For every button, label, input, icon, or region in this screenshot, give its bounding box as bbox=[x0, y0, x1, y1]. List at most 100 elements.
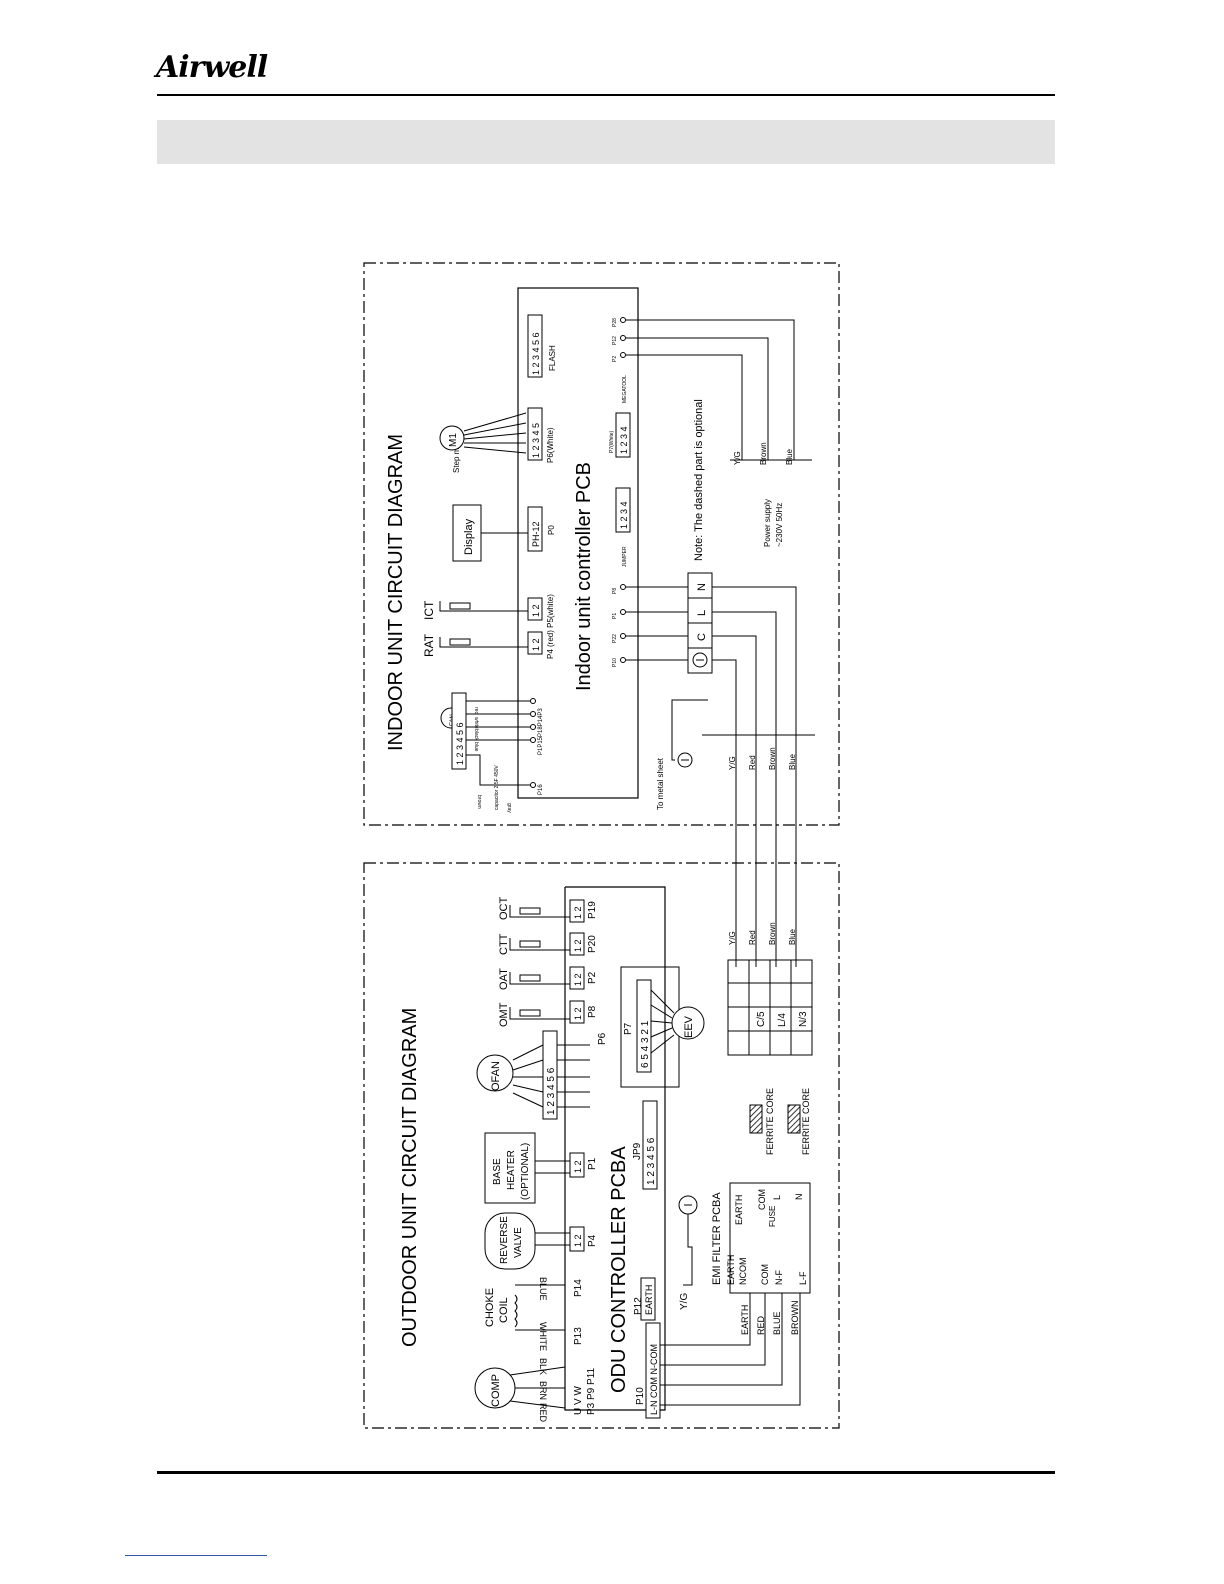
indoor-pcb-label: Indoor unit controller PCB bbox=[573, 462, 595, 691]
bottom-wire-yg: Y/G bbox=[728, 756, 737, 770]
svg-text:N-F: N-F bbox=[774, 1270, 784, 1285]
svg-text:BLUE: BLUE bbox=[538, 1277, 548, 1301]
svg-text:U V W: U V W bbox=[573, 1386, 584, 1415]
p6-connector-pins: 1 2 3 4 5 bbox=[531, 423, 541, 458]
terminal-l: L bbox=[696, 610, 708, 616]
ferrite-core-2 bbox=[787, 1104, 801, 1134]
indoor-panel: INDOOR UNIT CIRCUIT DIAGRAM Indoor unit … bbox=[363, 262, 840, 826]
svg-text:P2: P2 bbox=[587, 971, 598, 984]
svg-text:P19: P19 bbox=[587, 901, 598, 919]
svg-text:1 2 3 4 5 6: 1 2 3 4 5 6 bbox=[646, 1137, 657, 1185]
brown-wire-label: brown bbox=[476, 795, 482, 809]
svg-text:JP9: JP9 bbox=[632, 1142, 643, 1160]
display-label: Display bbox=[463, 518, 475, 555]
svg-text:P14: P14 bbox=[573, 1279, 584, 1297]
svg-text:1 2: 1 2 bbox=[573, 1160, 583, 1173]
svg-text:EARTH: EARTH bbox=[740, 1305, 750, 1335]
outdoor-sensors: OCT CTT OAT OMT 1 2 1 2 1 2 1 2 P19 P20 … bbox=[498, 897, 598, 1028]
jumper-pins: 1 2 3 4 bbox=[619, 501, 629, 529]
step-motor-label: Step motor bbox=[452, 434, 461, 473]
svg-text:L-F: L-F bbox=[798, 1271, 808, 1285]
svg-text:BLK: BLK bbox=[538, 1358, 548, 1375]
svg-text:OMT: OMT bbox=[498, 1002, 510, 1027]
rat-label: RAT bbox=[422, 633, 436, 657]
svg-text:6 5 4 3 2 1: 6 5 4 3 2 1 bbox=[640, 1020, 651, 1068]
indoor-pcb bbox=[517, 287, 639, 799]
svg-text:OCT: OCT bbox=[498, 897, 510, 921]
terminal-c: C bbox=[696, 633, 708, 641]
svg-text:P12: P12 bbox=[612, 336, 618, 345]
step-motor-m1 bbox=[439, 425, 465, 451]
svg-text:1 2: 1 2 bbox=[573, 973, 583, 986]
bottom-wire-blue: Blue bbox=[788, 753, 797, 770]
bottom-wire-brown: Brown bbox=[768, 747, 777, 770]
svg-text:Brown: Brown bbox=[768, 922, 777, 945]
metal-sheet-label: To metal sheet bbox=[656, 757, 665, 810]
svg-text:P8: P8 bbox=[587, 1005, 598, 1018]
indoor-mid-pins: P10 P22 P1 P8 bbox=[612, 584, 688, 667]
svg-text:P1: P1 bbox=[587, 1157, 598, 1170]
ofan-label: OFAN bbox=[490, 1061, 502, 1091]
svg-text:P12: P12 bbox=[633, 1297, 644, 1315]
svg-text:P8: P8 bbox=[612, 588, 618, 594]
ict-label: ICT bbox=[422, 600, 436, 620]
svg-text:NCOM: NCOM bbox=[738, 1258, 748, 1286]
section-title-band bbox=[157, 120, 1055, 164]
p4-p5-label: P4 (red) P5(white) bbox=[546, 594, 555, 659]
svg-text:P22: P22 bbox=[612, 634, 618, 643]
svg-text:Red: Red bbox=[748, 930, 757, 945]
svg-text:HEATER: HEATER bbox=[506, 1150, 517, 1190]
svg-text:COM: COM bbox=[760, 1264, 770, 1285]
svg-text:L/4: L/4 bbox=[777, 1013, 788, 1027]
svg-text:1 2 3 4 5 6: 1 2 3 4 5 6 bbox=[546, 1067, 557, 1115]
metal-sheet-earth-icon bbox=[677, 752, 693, 768]
footer-rule bbox=[157, 1471, 1055, 1474]
svg-text:Blue: Blue bbox=[788, 928, 797, 945]
outdoor-panel: OUTDOOR UNIT CIRCUIT DIAGRAM ODU CONTROL… bbox=[363, 862, 840, 1429]
flash-label: FLASH bbox=[548, 345, 557, 371]
fan-connector-ports: P1P15P18P14P3 bbox=[538, 708, 544, 755]
svg-text:EMI FILTER PCBA: EMI FILTER PCBA bbox=[711, 1192, 723, 1285]
svg-text:black: black bbox=[473, 729, 479, 741]
svg-text:P7: P7 bbox=[623, 1022, 634, 1035]
svg-text:1 2: 1 2 bbox=[573, 906, 583, 919]
flash-pins: 1 2 3 4 5 6 bbox=[531, 332, 541, 375]
svg-text:CTT: CTT bbox=[498, 933, 510, 955]
svg-text:EEV: EEV bbox=[683, 1015, 695, 1038]
svg-text:CHOKE: CHOKE bbox=[484, 1288, 496, 1327]
p7-white-label: P7(White) bbox=[609, 430, 615, 453]
svg-text:N: N bbox=[794, 1194, 804, 1201]
svg-text:1 2: 1 2 bbox=[531, 604, 541, 617]
reverse-valve bbox=[484, 1212, 536, 1270]
svg-text:EARTH: EARTH bbox=[734, 1195, 744, 1225]
terminal-n: N bbox=[696, 583, 708, 591]
outdoor-fan bbox=[476, 1054, 514, 1092]
svg-text:Y/G: Y/G bbox=[679, 1293, 690, 1310]
jumper-label: JUMPER bbox=[622, 546, 628, 567]
svg-text:1 2: 1 2 bbox=[531, 638, 541, 651]
svg-text:blue: blue bbox=[473, 742, 479, 752]
power-yg: Y/G bbox=[733, 451, 742, 465]
svg-text:BROWN: BROWN bbox=[790, 1301, 800, 1336]
svg-text:C/5: C/5 bbox=[756, 1011, 767, 1027]
power-blue: Blue bbox=[785, 448, 794, 465]
svg-text:1 2: 1 2 bbox=[573, 1007, 583, 1020]
outdoor-title: OUTDOOR UNIT CIRCUIT DIAGRAM bbox=[399, 1008, 421, 1347]
svg-text:P1: P1 bbox=[612, 613, 618, 619]
p10-slots: L-N COM N-COM bbox=[649, 1344, 659, 1415]
bottom-wire-red: Red bbox=[748, 755, 757, 770]
ferrite-core-1 bbox=[749, 1104, 763, 1134]
gray-wire-label: gray bbox=[506, 803, 512, 813]
svg-text:P10: P10 bbox=[635, 1387, 646, 1405]
svg-text:P10: P10 bbox=[612, 658, 618, 667]
svg-text:1 2: 1 2 bbox=[573, 1234, 583, 1247]
display-box bbox=[452, 504, 482, 562]
svg-text:WHITE: WHITE bbox=[538, 1322, 548, 1351]
svg-text:REVERSE: REVERSE bbox=[499, 1216, 510, 1264]
svg-text:BRN: BRN bbox=[538, 1381, 548, 1400]
svg-text:FERRITE CORE: FERRITE CORE bbox=[801, 1088, 811, 1155]
svg-text:EARTH: EARTH bbox=[644, 1285, 654, 1315]
p7-pins: 1 2 3 4 bbox=[619, 426, 629, 454]
svg-text:OAT: OAT bbox=[498, 968, 510, 990]
svg-text:P2: P2 bbox=[612, 356, 618, 362]
